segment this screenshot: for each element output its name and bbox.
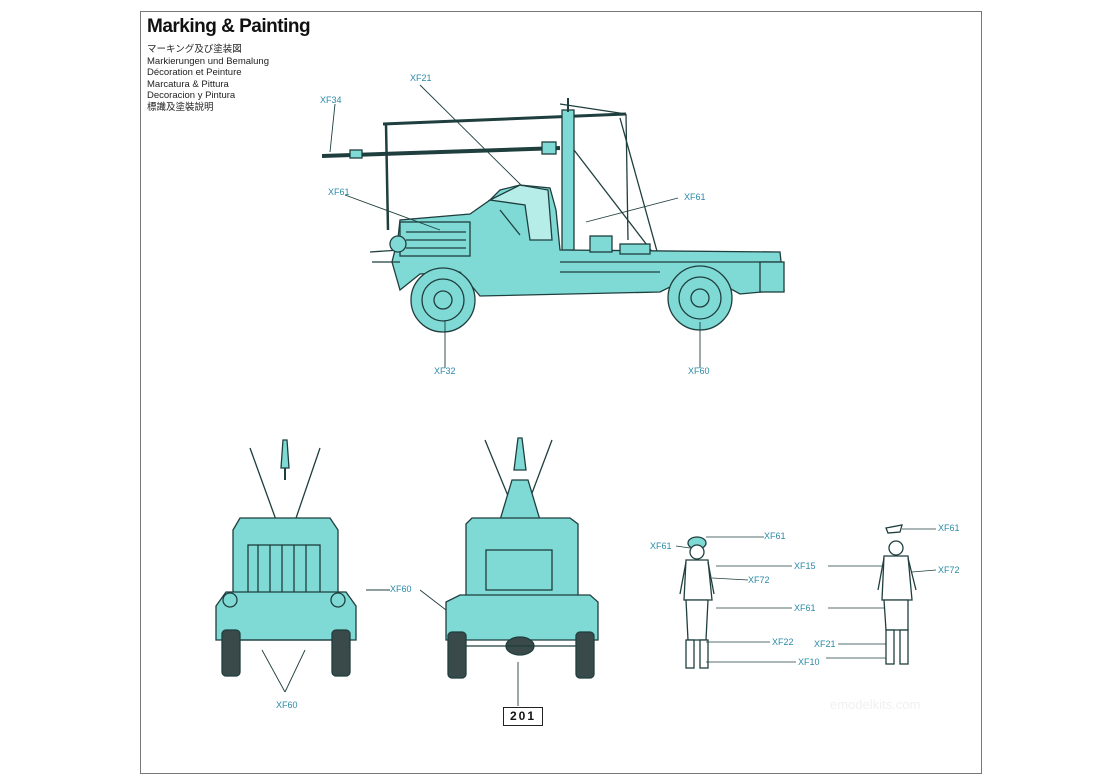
subtitle-japanese: マーキング及び塗装図 (147, 44, 242, 55)
callout-fig1-shirt: XF72 (748, 575, 770, 585)
rear-view-vehicle (445, 437, 599, 679)
subtitle-french: Décoration et Peinture (147, 67, 242, 79)
instruction-sheet (140, 11, 982, 774)
callout-fig-leg1: XF22 (772, 637, 794, 647)
callout-side-front-wheel: XF32 (434, 366, 456, 376)
callout-fig1-face: XF61 (650, 541, 672, 551)
callout-side-top-left: XF34 (320, 95, 342, 105)
callout-fig-leg2: XF21 (814, 639, 836, 649)
front-view-leaders (261, 589, 390, 693)
part-code-box: 201 (503, 707, 543, 726)
page-title: Marking & Painting (147, 16, 311, 37)
callout-fig2-shirt: XF72 (938, 565, 960, 575)
side-view-vehicle (321, 98, 785, 333)
subtitle-german: Markierungen und Bemalung (147, 55, 269, 67)
callout-fig1-cap: XF61 (764, 531, 786, 541)
subtitle-chinese: 標識及塗裝說明 (147, 101, 214, 113)
side-view-leaders (329, 84, 701, 368)
callout-mid-upper: XF15 (794, 561, 816, 571)
callout-side-hood: XF61 (328, 187, 350, 197)
callout-fig-boot: XF10 (798, 657, 820, 667)
watermark: emodelkits.com (830, 697, 921, 712)
figure-soldier-right (877, 524, 917, 665)
figure-soldier-left (679, 536, 715, 669)
callout-mid-lower: XF61 (794, 603, 816, 613)
subtitle-list: マーキング及び塗装図 Markierungen und Bemalung Déc… (147, 44, 269, 114)
rear-view-leaders (419, 589, 519, 706)
callout-fig2-cap: XF61 (938, 523, 960, 533)
subtitle-italian: Marcatura & Pittura (147, 78, 229, 90)
callout-side-cabin: XF61 (684, 192, 706, 202)
figure-leaders (675, 528, 937, 663)
callout-side-top: XF21 (410, 73, 432, 83)
front-view-vehicle (215, 439, 357, 677)
callout-front-view: XF60 (390, 584, 412, 594)
callout-side-rear-wheel: XF60 (688, 366, 710, 376)
callout-front-wheels: XF60 (276, 700, 298, 710)
subtitle-spanish: Decoracion y Pintura (147, 90, 236, 102)
